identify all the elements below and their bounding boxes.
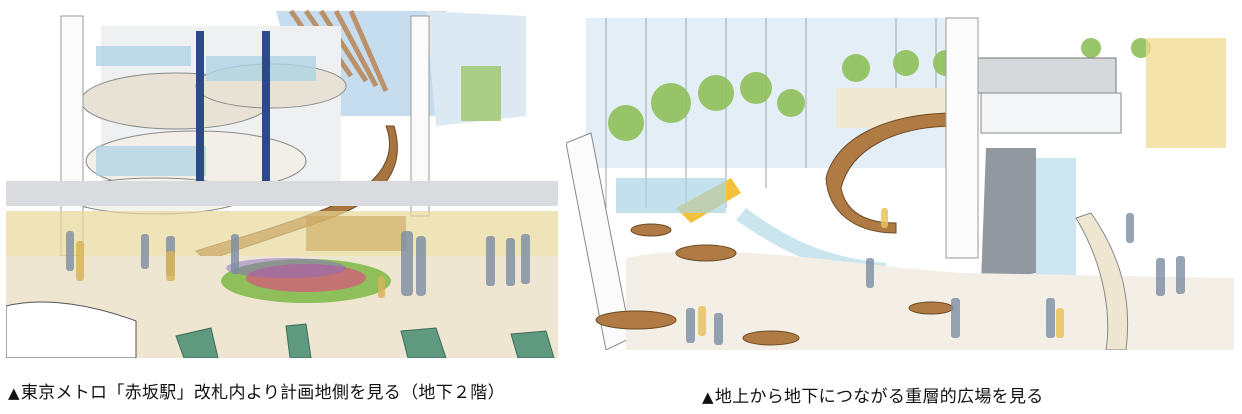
sketch-illustration-right (566, 8, 1234, 350)
rendering-akasaka-station-concourse (6, 6, 558, 358)
caption-left-text: 東京メトロ「赤坂駅」改札内より計画地側を見る（地下２階） (20, 383, 505, 403)
caption-right-text: 地上から地下につながる重層的広場を見る (714, 387, 1044, 407)
caption-right: ▲地上から地下につながる重層的広場を見る (702, 382, 1044, 407)
caption-left: ▲東京メトロ「赤坂駅」改札内より計画地側を見る（地下２階） (8, 378, 505, 403)
triangle-marker-icon: ▲ (702, 388, 714, 406)
triangle-marker-icon: ▲ (8, 384, 20, 402)
rendering-multilayered-plaza (566, 8, 1234, 350)
sketch-illustration-left (6, 6, 558, 358)
